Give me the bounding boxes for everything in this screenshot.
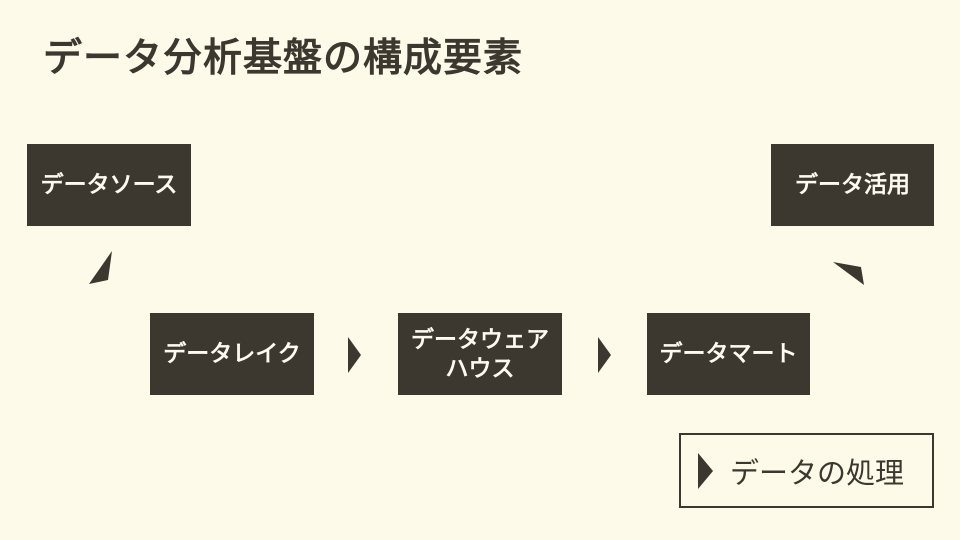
mart-to-utilization-arrowhead-icon bbox=[833, 262, 864, 285]
node-data-utilization-label: データ活用 bbox=[795, 171, 910, 198]
node-data-lake: データレイク bbox=[150, 313, 314, 395]
slide-title: データ分析基盤の構成要素 bbox=[43, 37, 524, 80]
node-data-warehouse: データウェア ハウス bbox=[398, 313, 562, 395]
node-data-source: データソース bbox=[27, 144, 191, 226]
node-data-mart-label: データマート bbox=[659, 340, 798, 367]
node-data-source-label: データソース bbox=[40, 171, 178, 198]
legend-box: データの処理 bbox=[679, 433, 934, 508]
legend-play-triangle-icon bbox=[698, 452, 713, 489]
node-data-mart: データマート bbox=[647, 313, 810, 395]
node-data-utilization: データ活用 bbox=[771, 144, 934, 226]
source-to-lake-arrowhead-icon bbox=[89, 251, 112, 284]
node-data-warehouse-label: データウェア ハウス bbox=[411, 325, 549, 381]
flow-arrow-lake-to-warehouse-icon bbox=[348, 337, 361, 373]
node-data-lake-label: データレイク bbox=[163, 340, 301, 367]
legend-label: データの処理 bbox=[730, 457, 905, 490]
flow-arrow-warehouse-to-mart-icon bbox=[598, 337, 611, 373]
